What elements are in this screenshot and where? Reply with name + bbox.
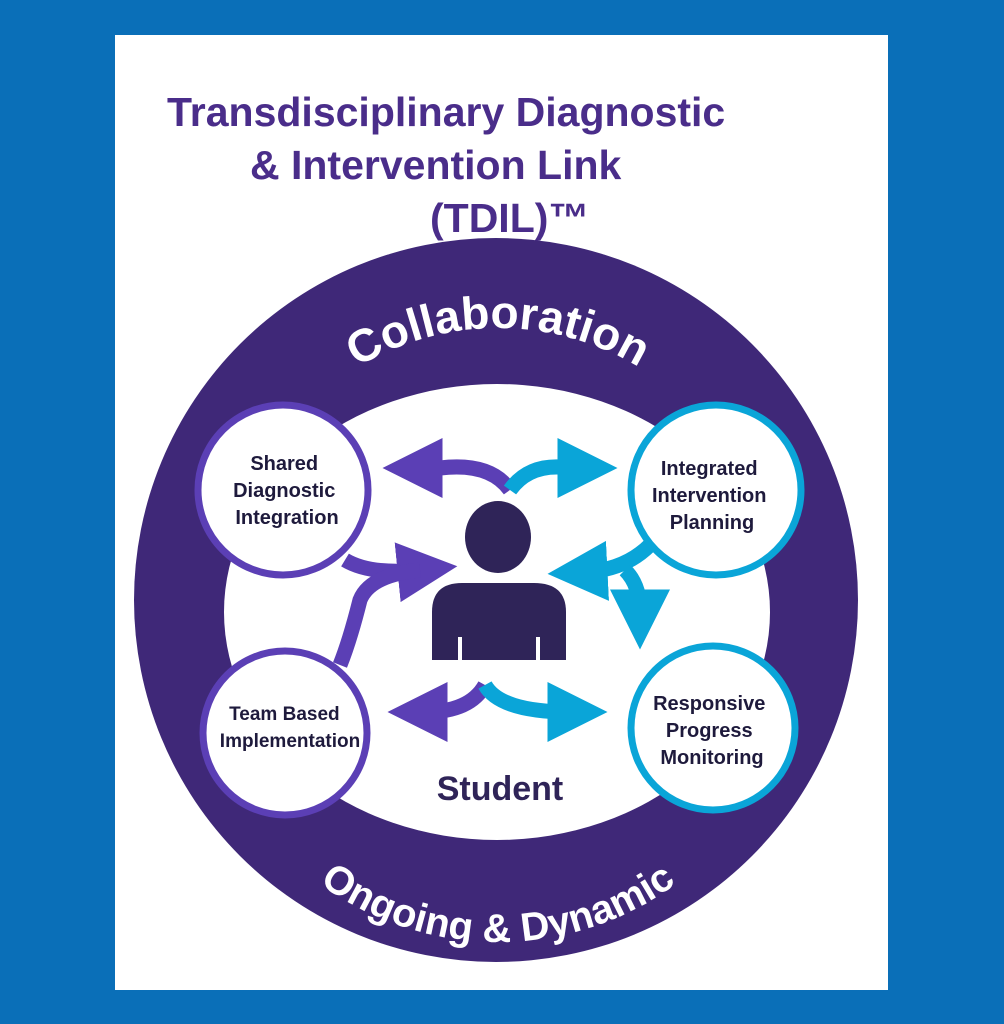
node-team-based-implementation: Team Based Implementation: [199, 647, 371, 819]
person-icon: [432, 501, 566, 660]
node-responsive-progress-monitoring: Responsive Progress Monitoring: [627, 642, 799, 814]
svg-text:Responsive Progress: Responsive Progress Monitoring: [653, 693, 771, 769]
arrow-team-to-student: [333, 562, 421, 668]
title-line-1: Transdisciplinary Diagnostic: [167, 89, 726, 135]
student-label: Student: [437, 770, 564, 808]
arrow-to-responsive: [478, 680, 608, 742]
node-shared-diagnostic-integration: Shared Diagnostic Integration: [194, 401, 372, 579]
svg-text:Integrated Intervention: Integrated Intervention Planning: [652, 458, 772, 534]
arrow-integrated-to-responsive: [609, 564, 670, 650]
node-integrated-intervention-planning: Integrated Intervention Planning: [627, 401, 805, 579]
arrow-to-integrated: [503, 438, 618, 498]
title-line-2: & Intervention Link: [250, 142, 622, 188]
title-line-3: (TDIL)™: [430, 195, 590, 241]
svg-text:Team Based Implementatio: Team Based Implementation: [220, 704, 360, 752]
svg-text:Shared Diagnostic: Shared Diagnostic Integration: [233, 453, 341, 529]
arrow-integrated-to-student: [547, 539, 656, 601]
